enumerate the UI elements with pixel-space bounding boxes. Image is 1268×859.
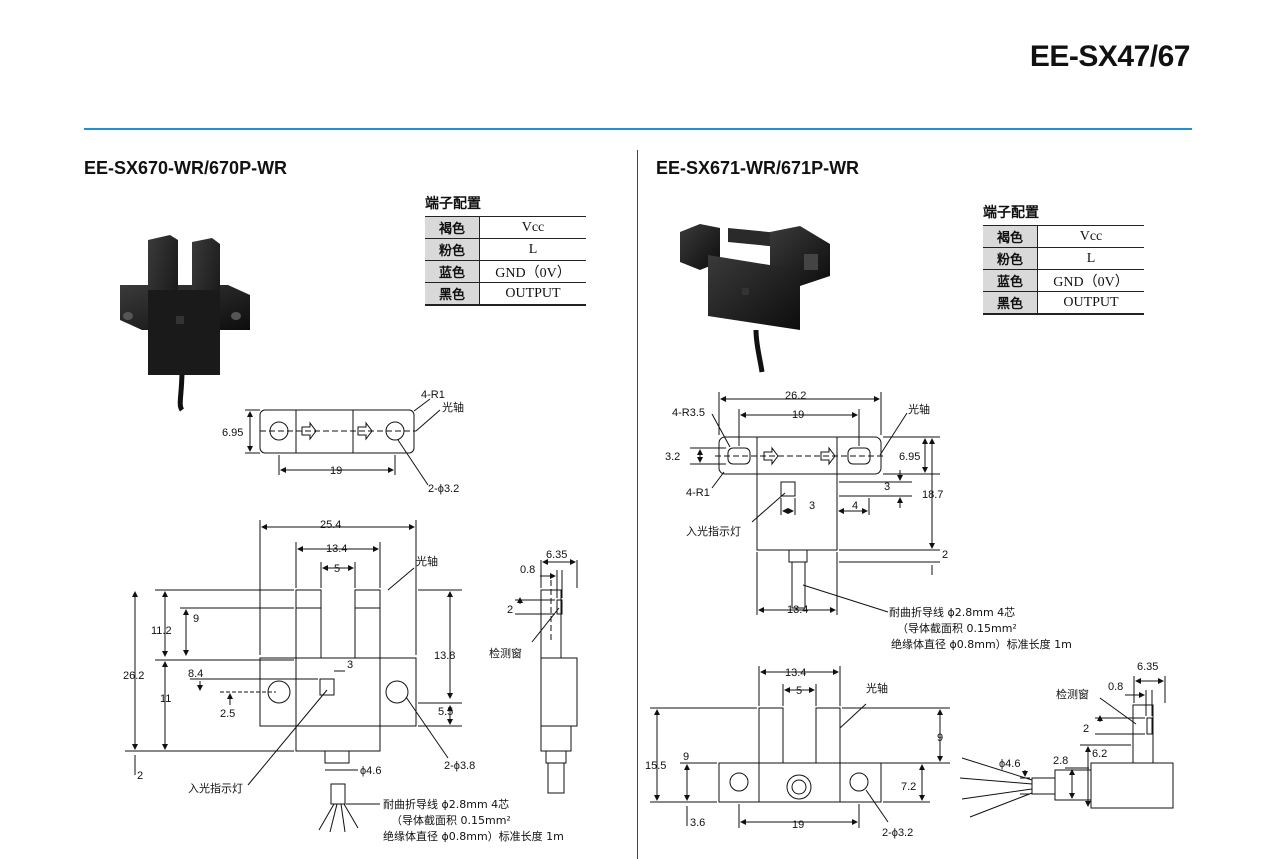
dim-13.4-r: 13.4 xyxy=(787,604,808,616)
dim-3.6: 3.6 xyxy=(690,817,705,829)
right-model-title: EE-SX671-WR/671P-WR xyxy=(656,158,860,178)
right-terminal-title: 端子配置 xyxy=(983,205,1039,221)
dim-2-side: 2 xyxy=(507,604,513,616)
dim-5.5: 5.5 xyxy=(438,706,453,718)
dim-2: 2 xyxy=(137,770,143,782)
left-terminal-title: 端子配置 xyxy=(425,196,481,212)
dim-25.4: 25.4 xyxy=(320,519,341,531)
cable-spec-r1: 耐曲折导线 ϕ2.8mm 4芯 xyxy=(889,605,1015,619)
optical-axis-label-2: 光轴 xyxy=(416,554,438,568)
dim-15.5: 15.5 xyxy=(645,760,666,772)
sensor-photo-left xyxy=(120,235,250,412)
dim-0.8-r: 0.8 xyxy=(1108,681,1123,693)
left-model-title: EE-SX670-WR/670P-WR xyxy=(84,158,288,178)
dim-6.35: 6.35 xyxy=(546,549,567,561)
header-rule xyxy=(84,128,1192,130)
dim-11.2: 11.2 xyxy=(151,625,172,637)
dim-13.8: 13.8 xyxy=(434,650,455,662)
dim-11: 11 xyxy=(160,693,171,705)
dim-6.2: 6.2 xyxy=(1092,748,1107,760)
cable-spec-r3: 绝缘体直径 ϕ0.8mm）标准长度 1m xyxy=(891,637,1072,651)
led-label: 入光指示灯 xyxy=(188,781,243,795)
dim-phi4.6-r: ϕ4.6 xyxy=(999,758,1020,770)
dim-0.8: 0.8 xyxy=(520,564,535,576)
dim-4-r3.5: 4-R3.5 xyxy=(672,407,705,419)
dim-5-b: 5 xyxy=(796,685,802,697)
front-view-right xyxy=(650,666,950,828)
dim-5: 5 xyxy=(334,563,340,575)
dim-2.8: 2.8 xyxy=(1053,755,1068,767)
dim-2-phi3.2: 2-ϕ3.2 xyxy=(428,483,459,495)
dim-4: 4 xyxy=(852,500,858,512)
dim-3-r2: 3 xyxy=(809,500,815,512)
dim-6.35-r: 6.35 xyxy=(1137,661,1158,673)
dim-26.2-r: 26.2 xyxy=(785,390,806,402)
sensor-photo-right xyxy=(680,224,830,373)
optical-axis-label-r: 光轴 xyxy=(908,402,930,416)
optical-axis-label: 光轴 xyxy=(442,400,464,414)
top-view-left xyxy=(245,398,441,486)
cable-spec-1: 耐曲折导线 ϕ2.8mm 4芯 xyxy=(383,797,509,811)
dim-2-phi3.8: 2-ϕ3.8 xyxy=(444,760,475,772)
dim-6.95-r: 6.95 xyxy=(899,451,920,463)
page-title: EE-SX47/67 xyxy=(1029,40,1191,73)
side-view-right xyxy=(959,676,1174,818)
dim-3-r: 3 xyxy=(884,481,890,493)
top-view-right xyxy=(690,392,940,615)
dim-2-side-r: 2 xyxy=(1083,723,1089,735)
dim-6.95: 6.95 xyxy=(222,427,243,439)
dim-19: 19 xyxy=(330,465,342,477)
dim-2-r: 2 xyxy=(942,549,948,561)
dim-3: 3 xyxy=(347,659,353,671)
dim-13.4: 13.4 xyxy=(326,543,347,555)
dim-13.4-b: 13.4 xyxy=(785,667,806,679)
led-label-r: 入光指示灯 xyxy=(686,524,741,538)
dim-2.5: 2.5 xyxy=(220,708,235,720)
dim-2-phi3.2-b: 2-ϕ3.2 xyxy=(882,827,913,839)
optical-axis-label-b: 光轴 xyxy=(866,681,888,695)
dim-7.2: 7.2 xyxy=(901,781,916,793)
dim-9-b-right: 9 xyxy=(937,732,943,744)
window-label-r: 检测窗 xyxy=(1056,687,1089,701)
side-view-left xyxy=(515,559,578,794)
dim-26.2: 26.2 xyxy=(123,670,144,682)
cable-spec-2: （导体截面积 0.15mm² xyxy=(391,813,511,827)
dim-9-b: 9 xyxy=(683,751,689,763)
dim-9: 9 xyxy=(193,613,199,625)
dim-phi4.6: ϕ4.6 xyxy=(360,765,381,777)
dim-4-r1-r: 4-R1 xyxy=(686,487,710,499)
dim-4-r1: 4-R1 xyxy=(421,389,445,401)
front-view-left xyxy=(125,520,462,833)
dim-19-r: 19 xyxy=(792,409,804,421)
dim-8.4: 8.4 xyxy=(188,668,203,680)
cable-spec-3: 绝缘体直径 ϕ0.8mm）标准长度 1m xyxy=(383,829,564,843)
column-divider xyxy=(637,150,638,859)
dim-19-b: 19 xyxy=(792,819,804,831)
cable-spec-r2: （导体截面积 0.15mm² xyxy=(897,621,1017,635)
window-label: 检测窗 xyxy=(489,646,522,660)
dim-3.2: 3.2 xyxy=(665,451,680,463)
dim-18.7: 18.7 xyxy=(922,489,943,501)
